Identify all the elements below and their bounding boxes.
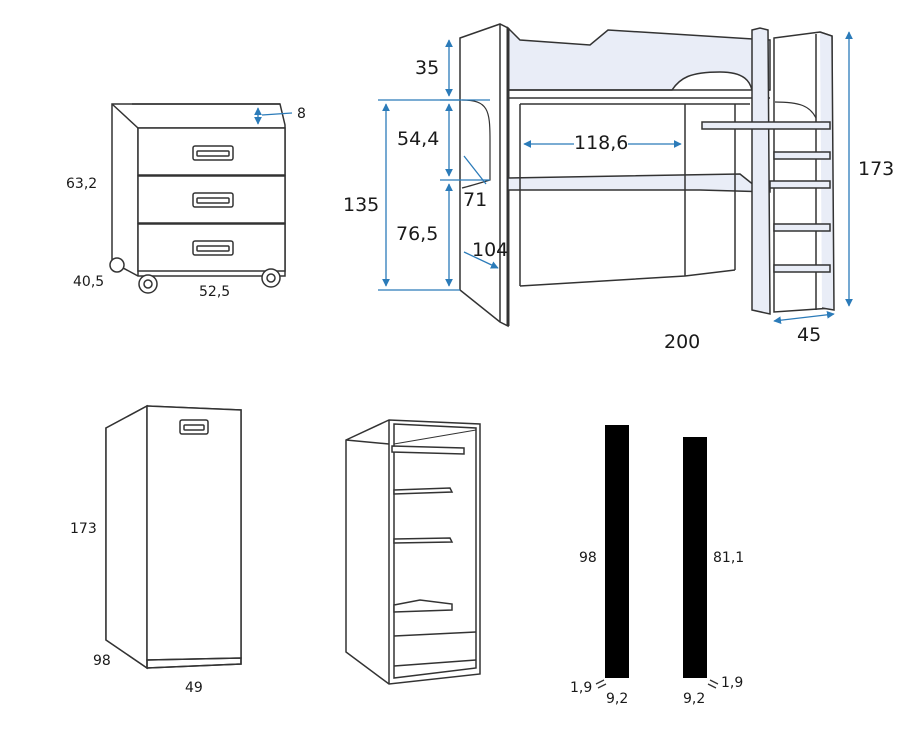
bookcase bbox=[345, 419, 481, 685]
bar-right bbox=[683, 437, 707, 678]
ladder-depth-label: 45 bbox=[797, 324, 822, 346]
drawer-width-label: 52,5 bbox=[199, 284, 231, 300]
right-bar-length-label: 81,1 bbox=[713, 550, 745, 566]
side-height-label: 135 bbox=[343, 194, 380, 216]
upper-section-label: 54,4 bbox=[397, 128, 440, 150]
wardrobe bbox=[105, 404, 242, 670]
loft-bed bbox=[459, 23, 835, 328]
wardrobe-depth-label: 98 bbox=[93, 653, 111, 669]
wardrobe-width-label: 49 bbox=[185, 680, 203, 696]
drawer-depth-label: 40,5 bbox=[73, 274, 105, 290]
left-bar-width-label: 9,2 bbox=[606, 691, 629, 707]
left-bar-thickness-label: 1,9 bbox=[570, 680, 593, 696]
left-bar-length-label: 98 bbox=[579, 550, 597, 566]
drawer-unit bbox=[109, 103, 286, 294]
wardrobe-height-label: 173 bbox=[70, 521, 97, 537]
right-bar-width-label: 9,2 bbox=[683, 691, 706, 707]
desk-depth-label: 71 bbox=[463, 189, 488, 211]
lower-section-label: 76,5 bbox=[396, 223, 439, 245]
desk-length-label: 104 bbox=[472, 239, 509, 261]
total-height-label: 173 bbox=[858, 158, 895, 180]
drawer-top-rail-label: 8 bbox=[297, 106, 306, 122]
drawer-rail-dimension bbox=[254, 107, 293, 125]
drawer-height-label: 63,2 bbox=[66, 176, 98, 192]
bed-length-label: 200 bbox=[664, 331, 701, 353]
guard-height-label: 35 bbox=[415, 57, 440, 79]
desk-width-label: 118,6 bbox=[574, 132, 629, 154]
bar-left bbox=[605, 425, 629, 678]
right-bar-thickness-label: 1,9 bbox=[721, 675, 744, 691]
loft-bed-dimensions bbox=[378, 31, 853, 325]
bars bbox=[595, 425, 719, 689]
